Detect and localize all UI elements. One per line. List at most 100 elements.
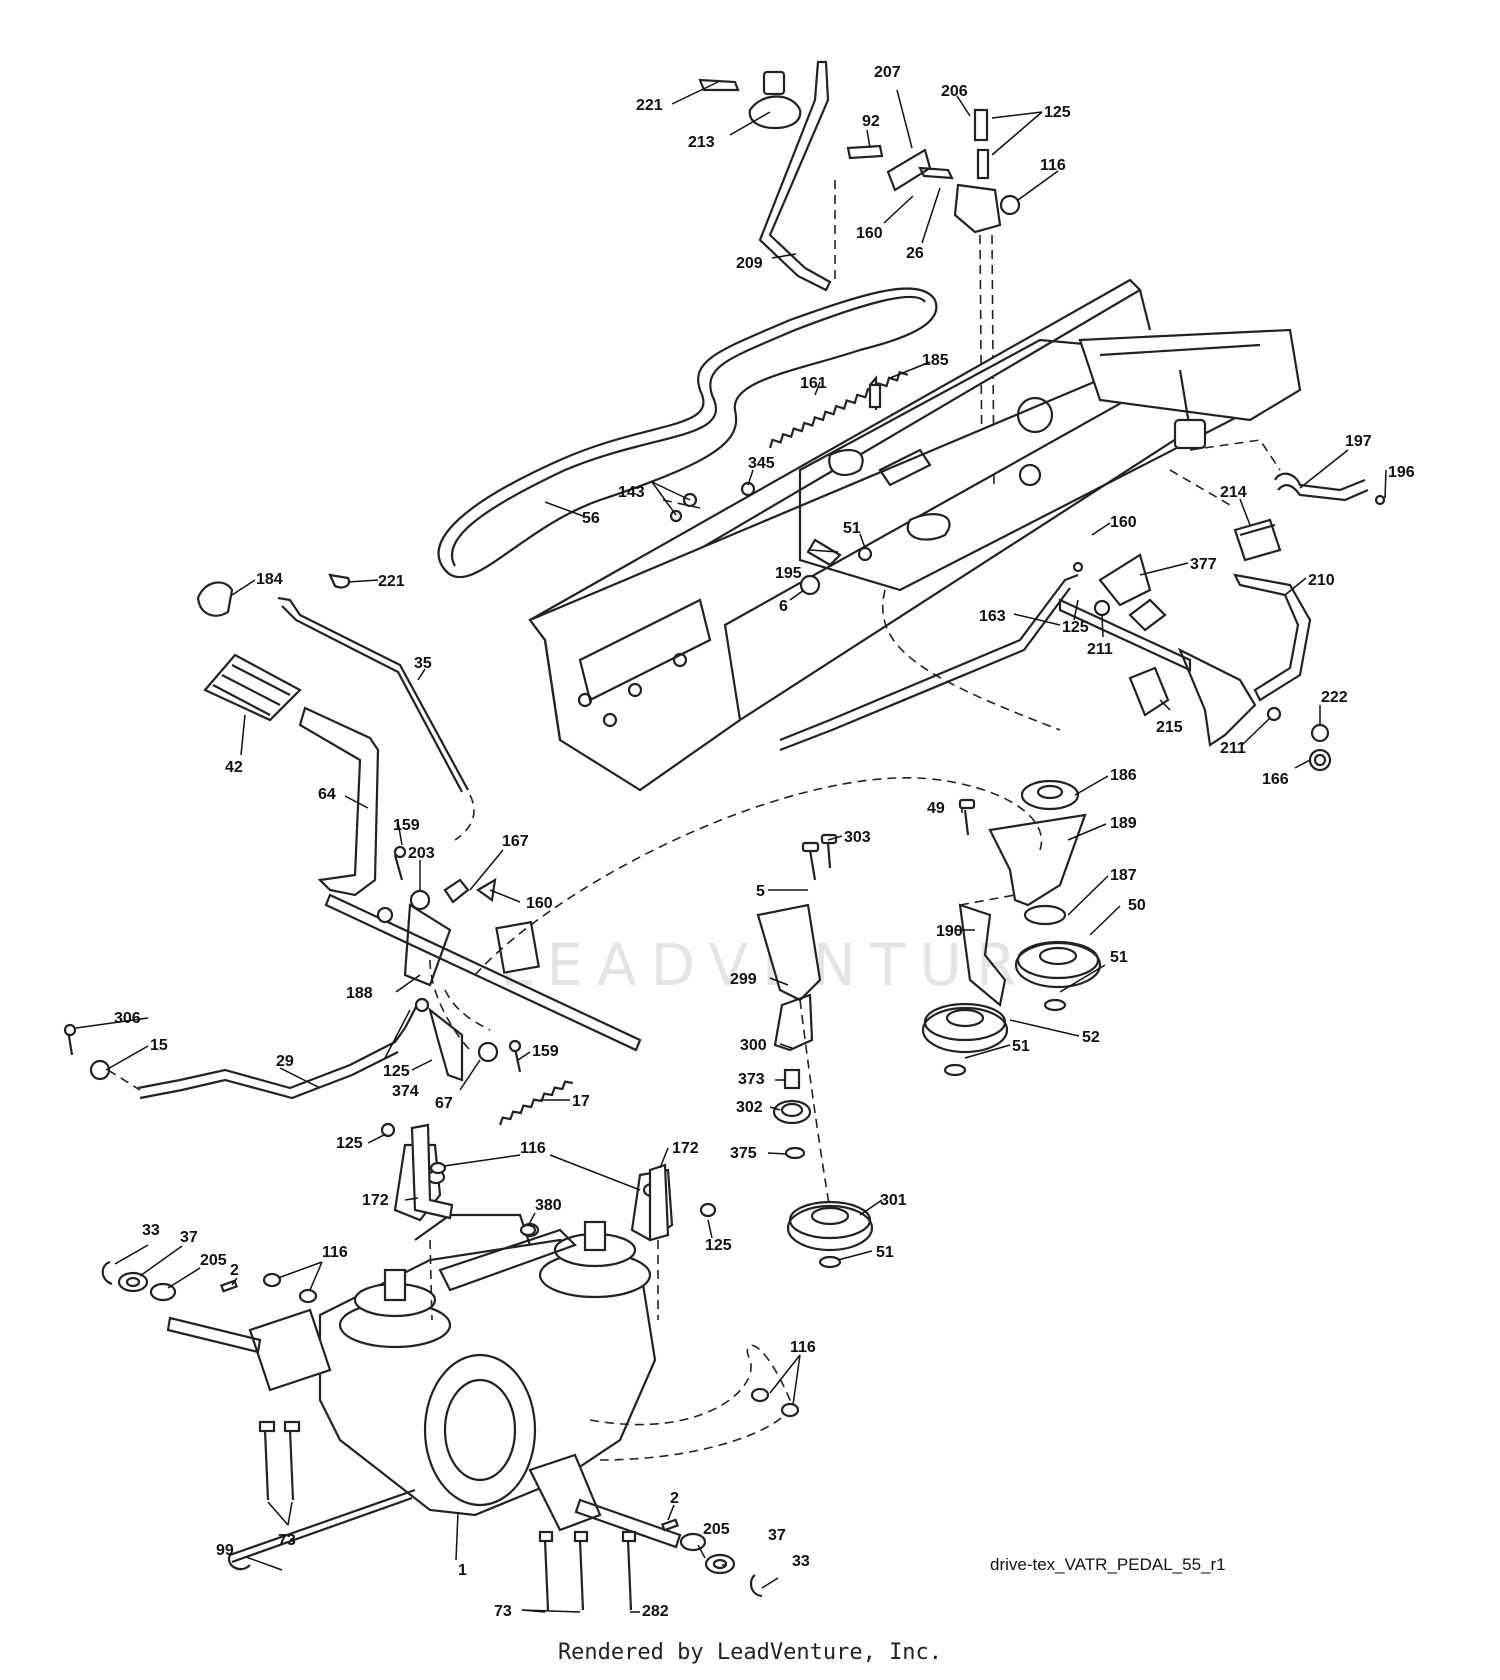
callout-labels: 221 213 207 92 206 125 116 160 26 209 18…	[114, 64, 1415, 1620]
callout-373: 373	[738, 1071, 765, 1088]
callout-116: 116	[1040, 157, 1066, 174]
callout-189: 189	[1110, 815, 1137, 832]
callout-116: 116	[322, 1244, 348, 1261]
callout-35: 35	[414, 655, 432, 672]
callout-125: 125	[705, 1237, 732, 1254]
callout-195: 195	[775, 565, 802, 582]
callout-375: 375	[730, 1145, 757, 1162]
callout-33: 33	[142, 1222, 160, 1239]
callout-73: 73	[494, 1603, 512, 1620]
callout-209: 209	[736, 255, 763, 272]
callout-306: 306	[114, 1010, 141, 1027]
callout-51: 51	[876, 1244, 894, 1261]
center-pulley-assembly	[756, 833, 874, 1269]
callout-73: 73	[278, 1532, 296, 1549]
idler-pulley-assembly	[921, 779, 1102, 1077]
callout-207: 207	[874, 64, 901, 81]
footer-credit: Rendered by LeadVenture, Inc.	[557, 1640, 943, 1665]
drive-belt	[437, 287, 938, 579]
callout-5: 5	[756, 883, 765, 900]
callout-51: 51	[1110, 949, 1128, 966]
transaxle	[166, 1143, 792, 1549]
callout-302: 302	[736, 1099, 763, 1116]
callout-196: 196	[1388, 464, 1415, 481]
spring-161	[768, 370, 909, 449]
callout-161: 161	[800, 375, 827, 392]
callout-67: 67	[435, 1095, 453, 1112]
callout-17: 17	[572, 1093, 590, 1110]
callout-1: 1	[458, 1562, 467, 1579]
callout-221: 221	[636, 97, 663, 114]
callout-64: 64	[318, 786, 336, 803]
frame-hardware	[662, 481, 1061, 731]
callout-210: 210	[1308, 572, 1335, 589]
callout-160: 160	[526, 895, 553, 912]
callout-163: 163	[979, 608, 1006, 625]
callout-33: 33	[792, 1553, 810, 1570]
callout-167: 167	[502, 833, 529, 850]
callout-leaders	[75, 81, 1387, 1613]
callout-125: 125	[336, 1135, 363, 1152]
callout-2: 2	[230, 1262, 239, 1279]
callout-206: 206	[941, 83, 968, 100]
callout-49: 49	[927, 800, 945, 817]
callout-300: 300	[740, 1037, 767, 1054]
brake-pedal-assembly	[196, 573, 642, 1052]
callout-42: 42	[225, 759, 243, 776]
callout-6: 6	[779, 598, 788, 615]
callout-159: 159	[532, 1043, 559, 1060]
link-rod-29	[63, 997, 522, 1100]
callout-190: 190	[936, 923, 963, 940]
callout-303: 303	[844, 829, 871, 846]
callout-172: 172	[362, 1192, 389, 1209]
callout-160: 160	[1110, 514, 1137, 531]
callout-99: 99	[216, 1542, 234, 1559]
callout-215: 215	[1156, 719, 1183, 736]
callout-211: 211	[1220, 740, 1246, 757]
callout-125: 125	[1044, 104, 1071, 121]
callout-2: 2	[670, 1490, 679, 1507]
callout-50: 50	[1128, 897, 1146, 914]
callout-52: 52	[1082, 1029, 1100, 1046]
transaxle-hardware	[101, 1260, 800, 1611]
callout-116: 116	[520, 1140, 546, 1157]
callout-51: 51	[1012, 1038, 1030, 1055]
callout-92: 92	[862, 113, 880, 130]
callout-160: 160	[856, 225, 883, 242]
callout-185: 185	[922, 352, 949, 369]
callout-187: 187	[1110, 867, 1137, 884]
callout-380: 380	[535, 1197, 562, 1214]
callout-166: 166	[1262, 771, 1289, 788]
spring-17	[498, 1080, 573, 1126]
callout-282: 282	[642, 1603, 669, 1620]
callout-213: 213	[688, 134, 715, 151]
callout-184: 184	[256, 571, 283, 588]
callout-159: 159	[393, 817, 420, 834]
callout-211: 211	[1087, 641, 1113, 658]
callout-299: 299	[730, 971, 757, 988]
callout-205: 205	[200, 1252, 227, 1269]
callout-116: 116	[790, 1339, 816, 1356]
speed-pedal-assembly	[779, 439, 1386, 772]
callout-377: 377	[1190, 556, 1217, 573]
callout-186: 186	[1110, 767, 1137, 784]
callout-203: 203	[408, 845, 435, 862]
belt-routing-line	[474, 777, 1043, 976]
mount-brackets	[380, 1122, 670, 1242]
callout-125: 125	[1062, 619, 1089, 636]
callout-51: 51	[843, 520, 861, 537]
callout-345: 345	[748, 455, 775, 472]
callout-29: 29	[276, 1053, 294, 1070]
callout-221: 221	[378, 573, 405, 590]
callout-197: 197	[1345, 433, 1372, 450]
callout-301: 301	[880, 1192, 907, 1209]
callout-15: 15	[150, 1037, 168, 1054]
callout-172: 172	[672, 1140, 699, 1157]
callout-37: 37	[180, 1229, 198, 1246]
callout-37: 37	[768, 1527, 786, 1544]
callout-222: 222	[1321, 689, 1348, 706]
drawing-code: drive-tex_VATR_PEDAL_55_r1	[990, 1555, 1226, 1574]
shift-lever-assembly	[698, 60, 1021, 491]
callout-56: 56	[582, 510, 600, 527]
